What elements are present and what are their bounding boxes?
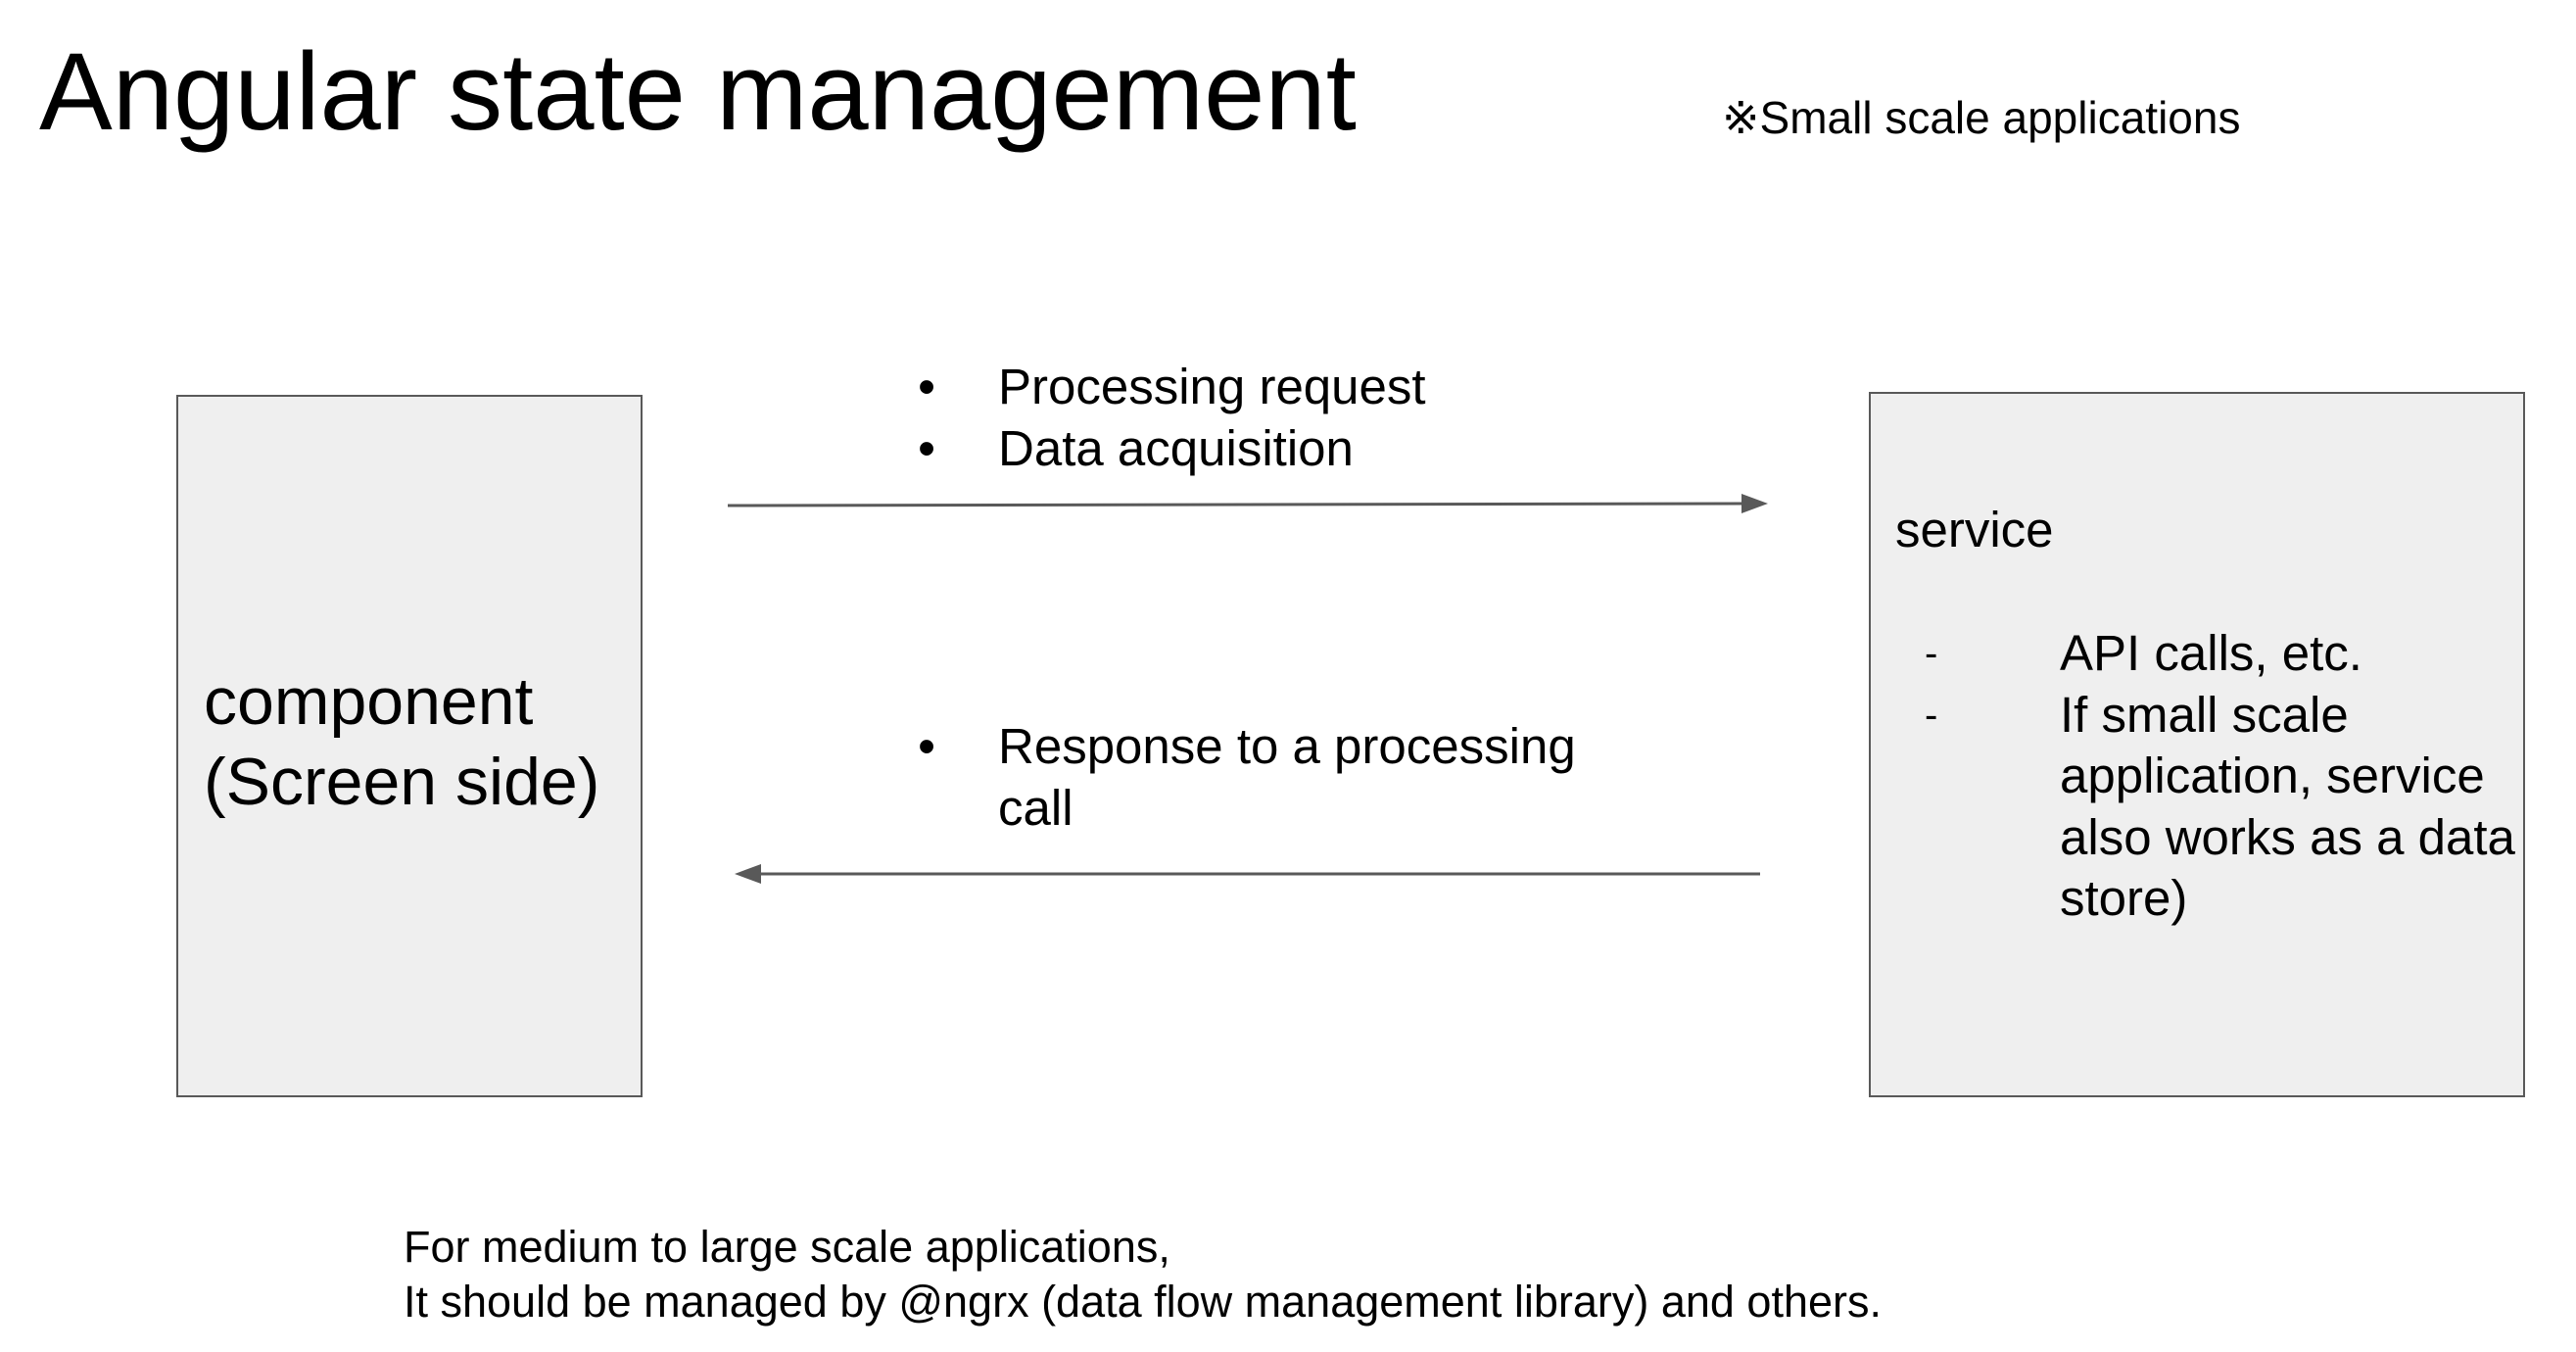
response-list: • Response to a processing call — [892, 716, 1627, 839]
bullet-marker: • — [918, 359, 935, 414]
request-arrow-head — [1741, 494, 1768, 513]
service-detail-text: API calls, etc. — [2060, 625, 2362, 681]
dash-marker: - — [1925, 632, 1938, 675]
service-details-list: - API calls, etc. - If small scale appli… — [1925, 623, 2520, 930]
request-text: Data acquisition — [998, 419, 1354, 476]
component-label-line2: (Screen side) — [204, 745, 600, 819]
request-arrow-line — [727, 502, 1744, 507]
request-arrow — [727, 494, 1768, 513]
footer-line2: It should be managed by @ngrx (data flow… — [404, 1277, 1882, 1327]
page-title: Angular state management — [39, 30, 1357, 153]
list-item: - If small scale application, service al… — [1925, 685, 2520, 930]
component-box — [176, 395, 643, 1097]
bullet-marker: • — [918, 718, 935, 774]
request-text: Processing request — [998, 359, 1426, 414]
response-arrow — [735, 864, 1760, 884]
response-arrow-head — [735, 864, 761, 884]
service-title: service — [1895, 502, 2054, 557]
response-text: Response to a processing call — [998, 718, 1576, 836]
list-item: • Response to a processing call — [892, 716, 1627, 839]
request-list: • Processing request • Data acquisition — [892, 357, 1426, 479]
bullet-marker: • — [918, 419, 935, 476]
list-item: • Data acquisition — [892, 418, 1426, 480]
component-label-line1: component — [204, 664, 534, 739]
dash-marker: - — [1925, 693, 1938, 737]
service-box — [1869, 392, 2525, 1097]
service-detail-text: If small scale application, service also… — [2060, 686, 2515, 927]
component-label: component (Screen side) — [204, 661, 599, 822]
scale-note: ※Small scale applications — [1722, 92, 2241, 143]
list-item: - API calls, etc. — [1925, 623, 2520, 685]
list-item: • Processing request — [892, 357, 1426, 418]
footer-note: For medium to large scale applications, … — [404, 1220, 1882, 1329]
footer-line1: For medium to large scale applications, — [404, 1222, 1170, 1272]
